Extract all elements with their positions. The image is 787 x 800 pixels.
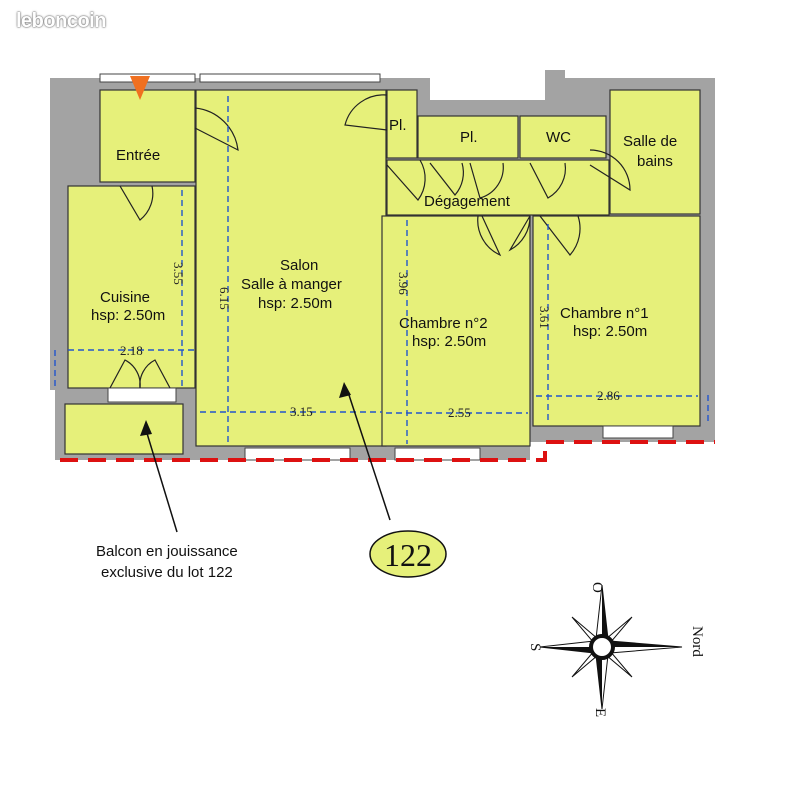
doors xyxy=(109,94,631,389)
dimension-lines xyxy=(54,96,709,444)
room-pl-2 xyxy=(417,115,519,159)
lot-boundary xyxy=(60,440,715,462)
room-balcon xyxy=(64,403,184,455)
label-cuisine: Cuisine xyxy=(100,289,150,306)
dimension-labels: 3.55 2.18 6.15 3.15 3.96 2.55 3.61 2.86 xyxy=(120,262,620,420)
room-chambre-1 xyxy=(532,215,701,427)
room-entree xyxy=(99,89,196,183)
label-wc: WC xyxy=(546,129,571,146)
balcon-note-line-2: exclusive du lot 122 xyxy=(101,564,233,581)
label-chambre-1: Chambre n°1 xyxy=(560,305,649,322)
dim-chambre2-h: 3.96 xyxy=(396,272,411,295)
leboncoin-watermark: leboncoin xyxy=(16,10,106,32)
label-chambre-2-hsp: hsp: 2.50m xyxy=(412,333,486,350)
room-wc xyxy=(519,115,607,159)
label-salon-hsp: hsp: 2.50m xyxy=(258,295,332,312)
label-salon: Salon xyxy=(280,257,318,274)
room-labels: Entrée Cuisine hsp: 2.50m Salon Salle à … xyxy=(91,117,677,350)
lot-number: 122 xyxy=(384,537,432,573)
compass-north: Nord xyxy=(689,626,705,657)
compass-rose-icon xyxy=(539,584,683,710)
pointer-arrows xyxy=(140,382,391,533)
dim-chambre1-h: 3.61 xyxy=(537,306,552,329)
label-entree: Entrée xyxy=(116,147,160,164)
label-chambre-2: Chambre n°2 xyxy=(399,315,488,332)
dim-chambre2-w: 2.55 xyxy=(448,405,471,420)
dim-cuisine-h: 3.55 xyxy=(171,262,186,285)
label-salle-a-manger: Salle à manger xyxy=(241,276,342,293)
label-degagement: Dégagement xyxy=(424,193,511,210)
compass-west: O xyxy=(589,582,605,593)
room-salle-de-bains xyxy=(609,89,701,215)
label-cuisine-hsp: hsp: 2.50m xyxy=(91,307,165,324)
label-chambre-1-hsp: hsp: 2.50m xyxy=(573,323,647,340)
dim-salon-h: 6.15 xyxy=(217,287,232,310)
label-salle-de-bains-2: bains xyxy=(637,153,673,170)
compass-east: E xyxy=(592,708,608,717)
label-salle-de-bains-1: Salle de xyxy=(623,133,677,150)
dim-chambre1-w: 2.86 xyxy=(597,388,620,403)
dim-cuisine-w: 2.18 xyxy=(120,343,143,358)
lot-bubble xyxy=(369,530,447,578)
dim-salon-w: 3.15 xyxy=(290,404,313,419)
entry-marker xyxy=(130,76,150,100)
room-pl-1 xyxy=(386,89,418,159)
label-pl-1: Pl. xyxy=(389,117,407,134)
compass-south: S xyxy=(527,643,543,651)
balcon-note-line-1: Balcon en jouissance xyxy=(96,543,238,560)
label-pl-2: Pl. xyxy=(460,129,478,146)
